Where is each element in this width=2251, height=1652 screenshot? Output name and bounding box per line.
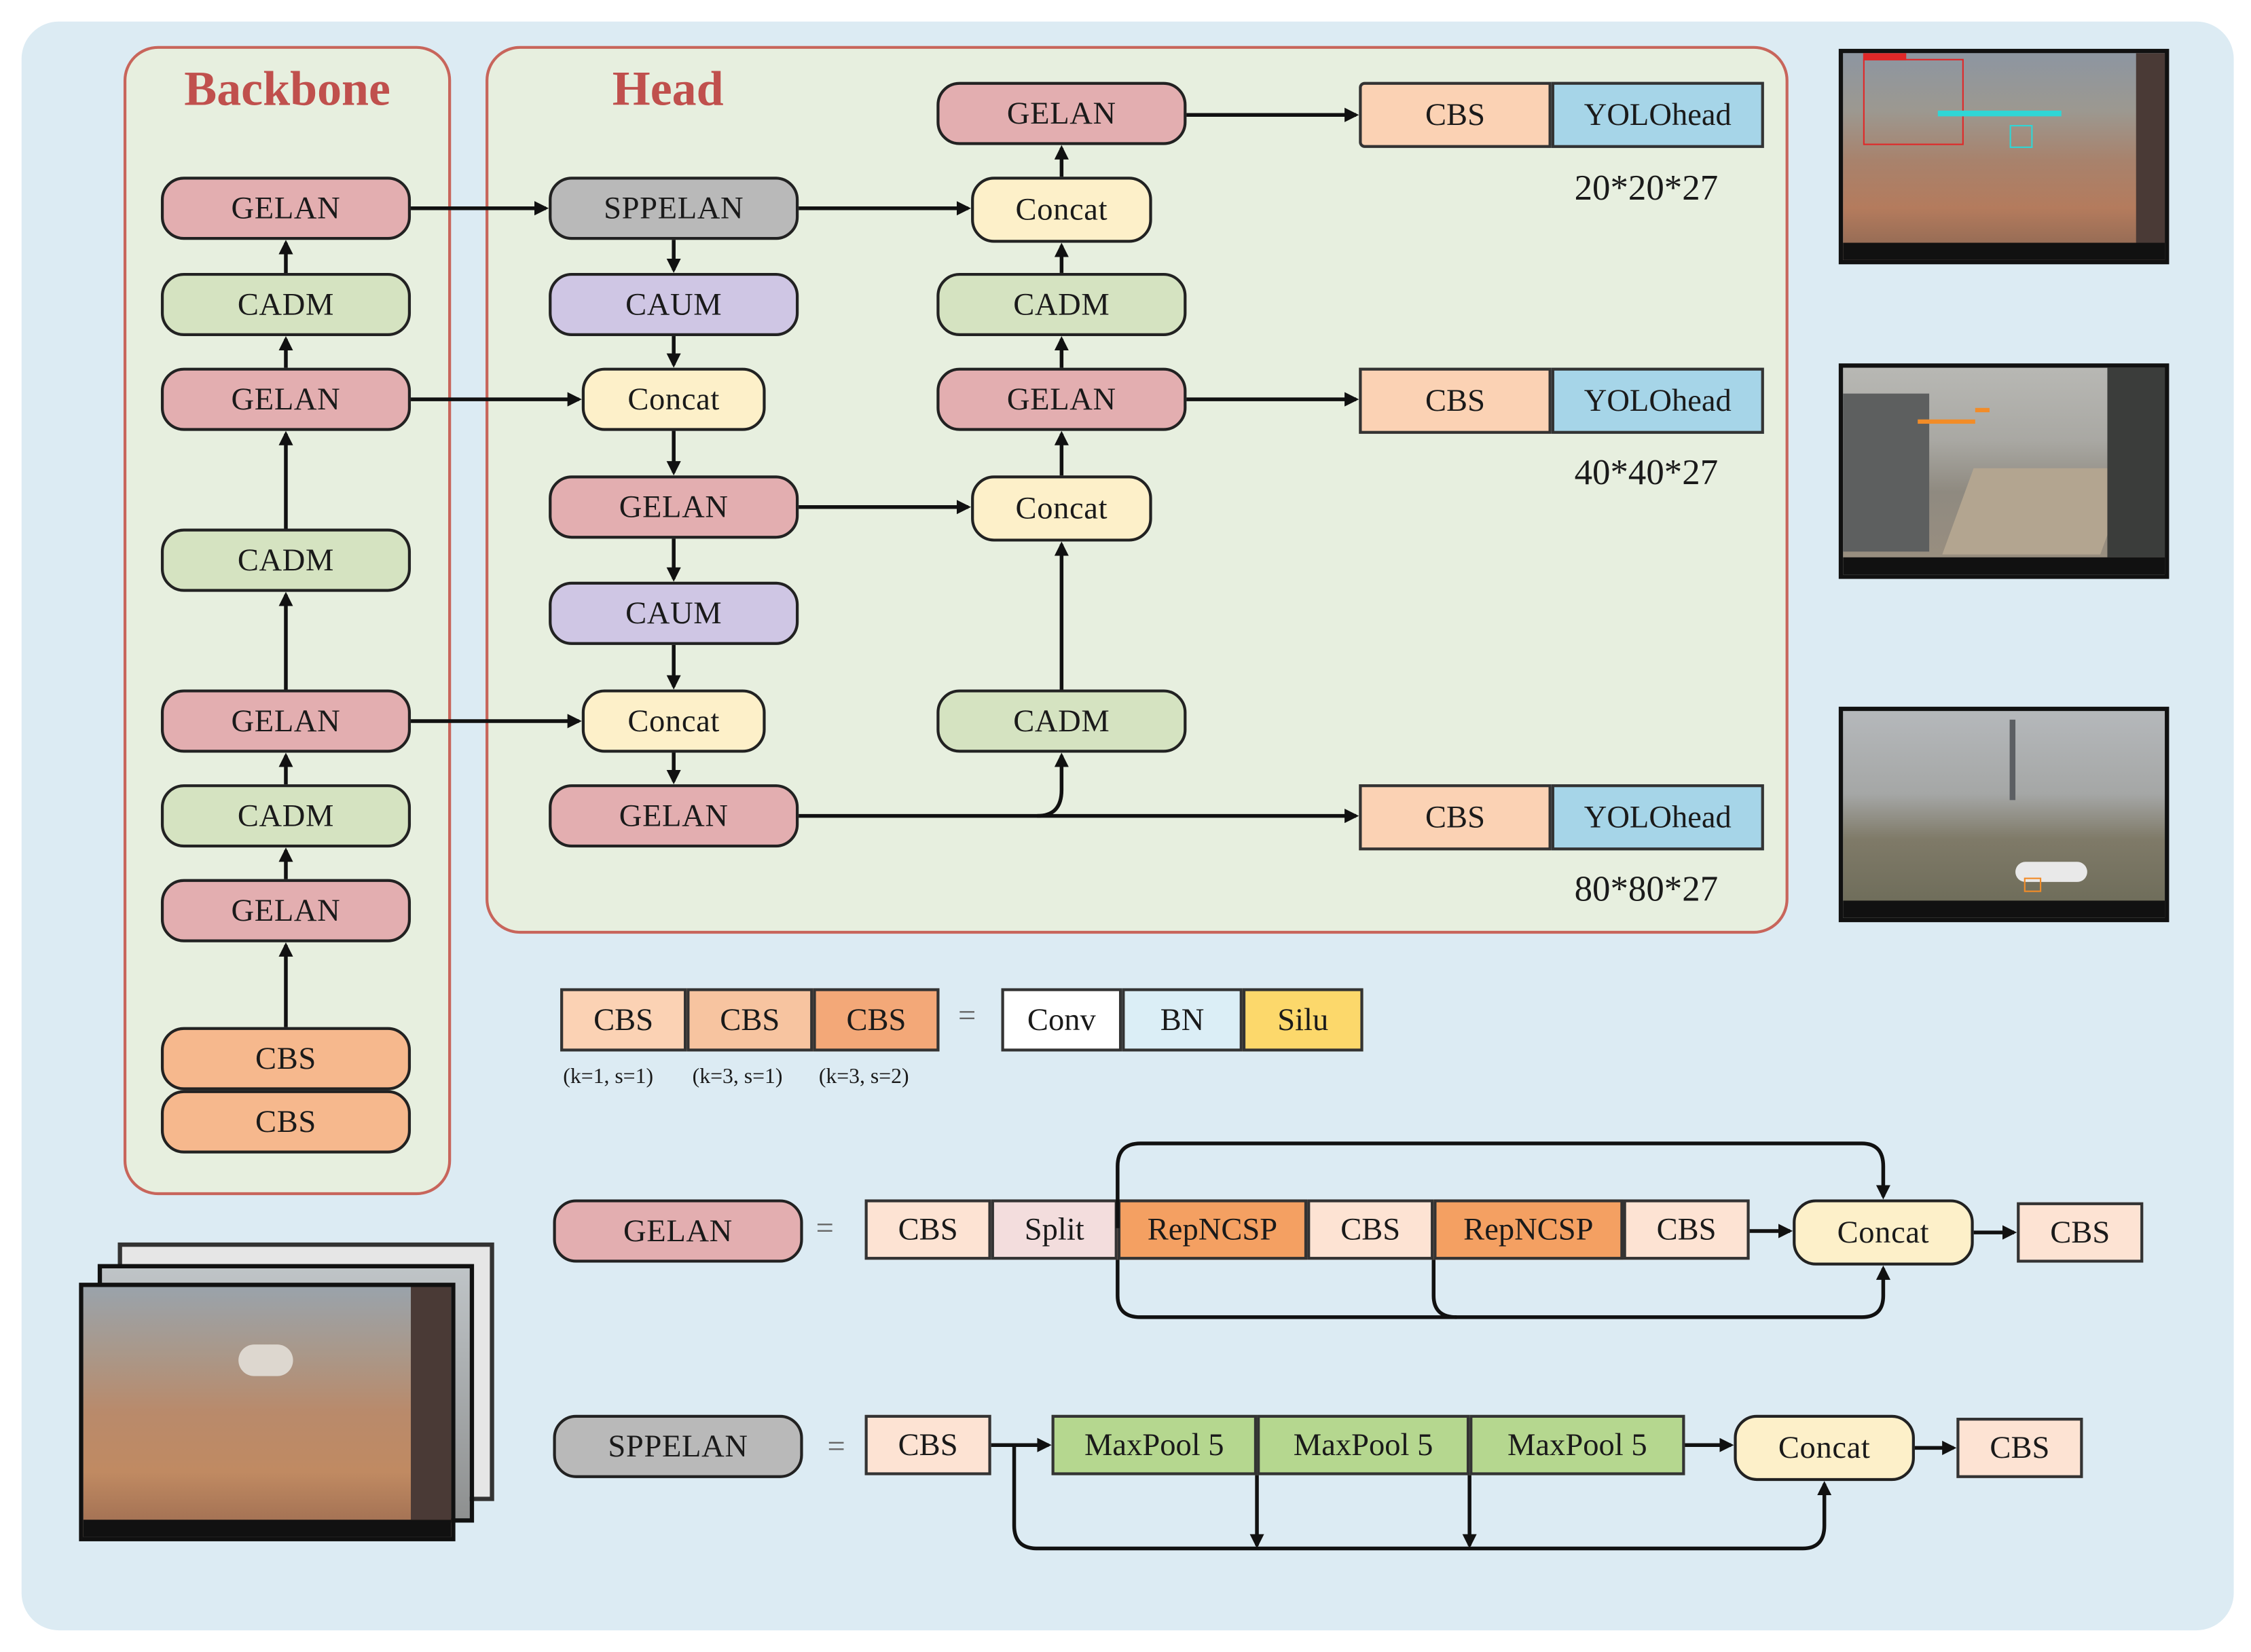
photo-3-tower xyxy=(2009,719,2016,801)
head-caum-2: CAUM xyxy=(549,581,799,645)
detection-result-photo-1 xyxy=(1838,48,2170,265)
backbone-cbs-2: CBS xyxy=(160,1090,411,1154)
output-3-dim: 80*80*27 xyxy=(1574,870,1719,910)
legend-sppelan-concat: Concat xyxy=(1734,1414,1915,1482)
output-2-yolohead: YOLOhead xyxy=(1551,367,1764,434)
head-sppelan: SPPELAN xyxy=(549,177,799,240)
head-cadm-low: CADM xyxy=(936,689,1187,753)
backbone-cadm-2: CADM xyxy=(160,528,411,592)
legend-cbs-k1s1: CBS xyxy=(560,988,687,1052)
legend-sppelan-cbs: CBS xyxy=(864,1414,991,1475)
gelan-legend-skip-bottom-2 xyxy=(1431,1260,1457,1319)
detection-result-photo-2 xyxy=(1838,363,2170,579)
backbone-gelan-2: GELAN xyxy=(160,367,411,431)
head-concat-1: Concat xyxy=(581,367,766,431)
input-image-photo xyxy=(79,1283,456,1541)
legend-sppelan-out-cbs: CBS xyxy=(1956,1417,2083,1478)
backbone-gelan-4: GELAN xyxy=(160,879,411,942)
backbone-cadm-1: CADM xyxy=(160,272,411,337)
input-photo-frame-bar xyxy=(83,1520,452,1537)
output-2-dim: 40*40*27 xyxy=(1574,454,1719,493)
head-gelan-1: GELAN xyxy=(549,475,799,539)
photo-2-frame-bar xyxy=(1843,557,2165,575)
detection-result-photo-3 xyxy=(1838,706,2170,923)
legend-gelan-repncsp-1: RepNCSP xyxy=(1117,1199,1308,1260)
head-gelan-top: GELAN xyxy=(936,81,1187,145)
legend-gelan-out-cbs: CBS xyxy=(2017,1202,2144,1263)
legend-sppelan-name: SPPELAN xyxy=(553,1414,803,1478)
legend-param-2: (k=3, s=1) xyxy=(692,1065,783,1089)
legend-silu: Silu xyxy=(1242,988,1364,1052)
backbone-cadm-3: CADM xyxy=(160,784,411,848)
photo-1-pillar xyxy=(2136,53,2165,243)
photo-1-frame-bar xyxy=(1843,242,2165,260)
head-gelan-mid: GELAN xyxy=(936,367,1187,431)
photo-2-orange-mark xyxy=(1975,407,1990,413)
photo-1-cyan-label xyxy=(1937,110,2062,117)
head-concat-top: Concat xyxy=(971,177,1152,243)
output-1-yolohead: YOLOhead xyxy=(1551,81,1764,148)
input-photo-pillar xyxy=(411,1287,452,1520)
legend-cbs-k3s1: CBS xyxy=(687,988,813,1052)
gelan-legend-skip-top xyxy=(1116,1141,1890,1228)
output-3-cbs: CBS xyxy=(1359,784,1552,851)
photo-1-box-label xyxy=(1863,53,1907,60)
photo-1-detection-box xyxy=(1863,58,1964,145)
output-1-cbs: CBS xyxy=(1359,81,1552,148)
legend-cbs-equals: = xyxy=(958,997,976,1033)
output-3-yolohead: YOLOhead xyxy=(1551,784,1764,851)
head-cadm-top: CADM xyxy=(936,272,1187,337)
photo-3-detection-box xyxy=(2024,877,2042,892)
head-gelan-2: GELAN xyxy=(549,784,799,848)
photo-3-frame-bar xyxy=(1843,900,2165,918)
backbone-gelan-1: GELAN xyxy=(160,177,411,240)
legend-sppelan-equals: = xyxy=(827,1427,845,1464)
output-2-cbs: CBS xyxy=(1359,367,1552,434)
legend-gelan-cbs-3: CBS xyxy=(1623,1199,1750,1260)
backbone-title: Backbone xyxy=(184,63,390,117)
legend-gelan-concat: Concat xyxy=(1793,1199,1974,1266)
legend-param-1: (k=1, s=1) xyxy=(563,1065,654,1089)
output-1-dim: 20*20*27 xyxy=(1574,169,1719,208)
input-photo-smoke xyxy=(238,1344,293,1376)
head-title: Head xyxy=(612,63,724,117)
backbone-gelan-3: GELAN xyxy=(160,689,411,753)
legend-gelan-equals: = xyxy=(816,1209,834,1246)
legend-bn: BN xyxy=(1122,988,1243,1052)
legend-cbs-k3s2: CBS xyxy=(813,988,940,1052)
legend-gelan-cbs-1: CBS xyxy=(864,1199,991,1260)
legend-gelan-name: GELAN xyxy=(553,1199,803,1263)
legend-maxpool-3: MaxPool 5 xyxy=(1469,1414,1685,1475)
legend-maxpool-1: MaxPool 5 xyxy=(1051,1414,1258,1475)
backbone-cbs-1: CBS xyxy=(160,1027,411,1090)
photo-2-orange-label xyxy=(1918,419,1975,424)
sppelan-legend-bypass xyxy=(1012,1445,1832,1551)
head-concat-mid: Concat xyxy=(971,475,1152,542)
head-caum-1: CAUM xyxy=(549,272,799,337)
gelan-legend-skip-bottom-1 xyxy=(1116,1260,1890,1319)
legend-gelan-split: Split xyxy=(991,1199,1118,1260)
legend-gelan-cbs-2: CBS xyxy=(1307,1199,1434,1260)
head-concat-2: Concat xyxy=(581,689,766,753)
legend-maxpool-2: MaxPool 5 xyxy=(1257,1414,1470,1475)
photo-1-cyan-box xyxy=(2009,125,2033,148)
photo-2-building xyxy=(1843,393,1930,552)
legend-gelan-repncsp-2: RepNCSP xyxy=(1433,1199,1624,1260)
legend-param-3: (k=3, s=2) xyxy=(818,1065,909,1089)
photo-2-pillar xyxy=(2107,367,2165,557)
legend-conv: Conv xyxy=(1001,988,1122,1052)
arrow-gelan2-to-cadm-low xyxy=(799,752,1069,818)
